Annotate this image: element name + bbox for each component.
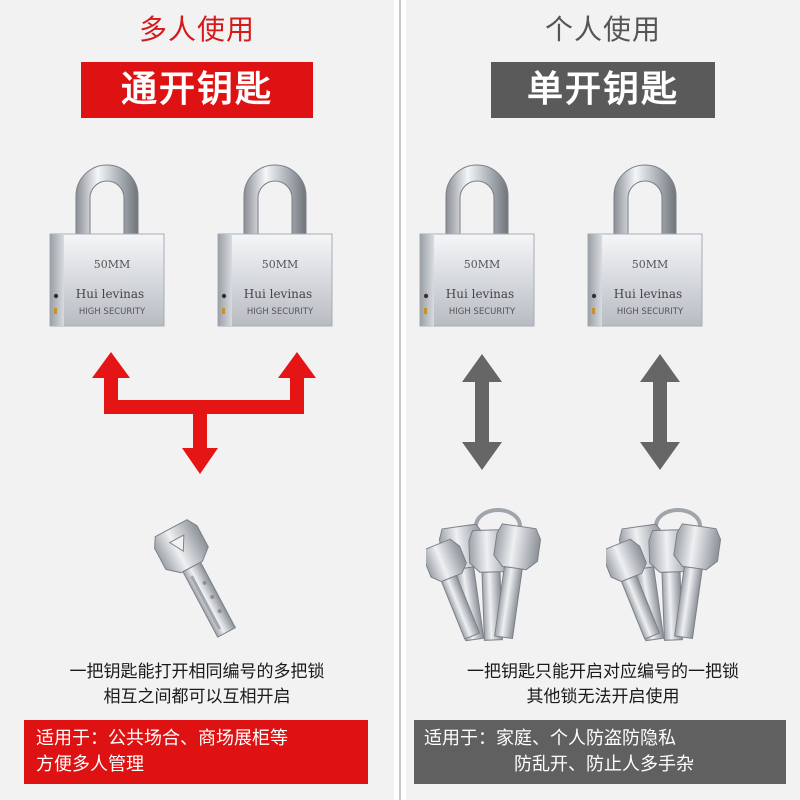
unique-key-banner: 单开钥匙: [491, 62, 715, 118]
usage-label-multi: 多人使用: [138, 13, 255, 46]
usage-line: 公共场合、商场展柜等: [108, 728, 288, 749]
key-bundle-icon: [606, 508, 722, 642]
svg-text:HIGH SECURITY: HIGH SECURITY: [617, 307, 684, 317]
svg-text:HIGH SECURITY: HIGH SECURITY: [247, 307, 314, 317]
usage-line: 方便多人管理: [36, 754, 144, 775]
double-arrow-icon: [462, 354, 680, 470]
svg-text:Hui levinas: Hui levinas: [614, 287, 682, 301]
unique-key-description: 一把钥匙只能开启对应编号的一把锁 其他锁无法开启使用: [406, 660, 800, 710]
branch-arrows-icon: [92, 352, 316, 474]
key-icon: [154, 519, 237, 638]
usage-label-single: 个人使用: [544, 13, 661, 46]
svg-text:Hui levinas: Hui levinas: [446, 287, 514, 301]
svg-text:Hui levinas: Hui levinas: [76, 287, 144, 301]
panel-divider: [394, 0, 406, 800]
key-bundle-icon: [426, 508, 542, 642]
multi-user-panel: 多人使用 通开钥匙 50MM Hui levinas HIGH SECURITY: [0, 0, 394, 800]
svg-text:50MM: 50MM: [94, 258, 131, 271]
padlock-icon: 50MM Hui levinas HIGH SECURITY: [49, 164, 165, 327]
svg-text:HIGH SECURITY: HIGH SECURITY: [79, 307, 146, 317]
usage-scenarios-single: 适用于：家庭、个人防盗防隐私 防乱开、防止人多手杂: [414, 720, 786, 784]
usage-scenarios-multi: 适用于：公共场合、商场展柜等 方便多人管理: [24, 720, 368, 784]
svg-text:HIGH SECURITY: HIGH SECURITY: [449, 307, 516, 317]
usage-line: 家庭、个人防盗防隐私: [496, 728, 676, 749]
svg-text:50MM: 50MM: [632, 258, 669, 271]
desc-line: 相互之间都可以互相开启: [103, 687, 291, 707]
svg-text:Hui levinas: Hui levinas: [244, 287, 312, 301]
single-user-panel: 个人使用 单开钥匙 50MM Hui levinas HIGH SECURITY…: [406, 0, 800, 800]
padlock-icon: 50MM Hui levinas HIGH SECURITY: [217, 164, 333, 327]
master-key-banner: 通开钥匙: [81, 62, 313, 118]
usage-line: 防乱开、防止人多手杂: [514, 754, 694, 775]
svg-text:50MM: 50MM: [464, 258, 501, 271]
desc-line: 一把钥匙能打开相同编号的多把锁: [69, 662, 325, 682]
desc-line: 其他锁无法开启使用: [526, 687, 680, 707]
usage-prefix: 适用于：: [36, 728, 108, 749]
usage-prefix: 适用于：: [424, 728, 496, 749]
desc-line: 一把钥匙只能开启对应编号的一把锁: [467, 662, 739, 682]
master-key-description: 一把钥匙能打开相同编号的多把锁 相互之间都可以互相开启: [0, 660, 394, 710]
svg-text:50MM: 50MM: [262, 258, 299, 271]
padlock-icon: 50MM Hui levinas HIGH SECURITY: [587, 164, 703, 327]
padlock-icon: 50MM Hui levinas HIGH SECURITY: [419, 164, 535, 327]
